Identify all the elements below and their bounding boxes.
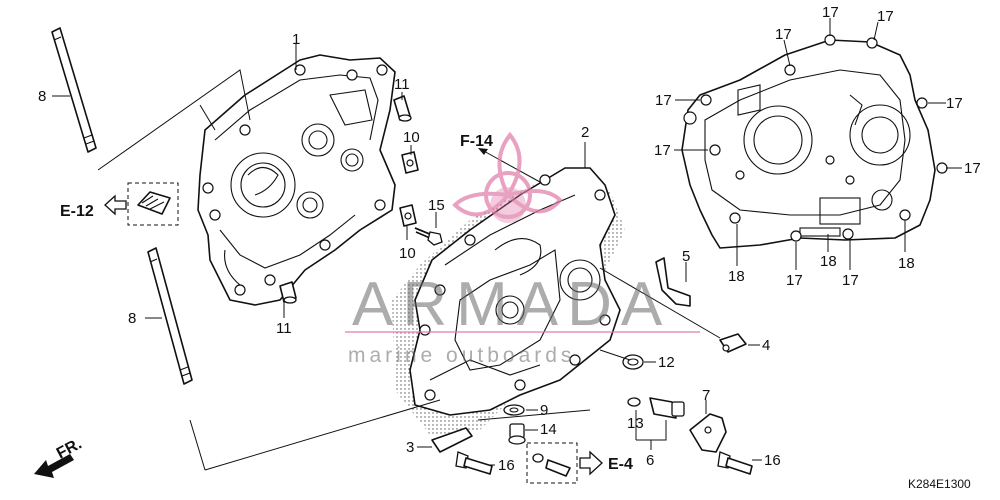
dowel-pin-upper[interactable] [393, 95, 412, 122]
callout-17: 17 [877, 8, 894, 25]
bolt-16-left[interactable] [455, 451, 493, 475]
direction-label: FR. [54, 435, 85, 462]
e12-arrow [104, 194, 127, 216]
callout-3: 3 [406, 439, 414, 456]
callout-9: 9 [540, 402, 548, 419]
callout-13: 13 [627, 415, 644, 432]
callout-17: 17 [946, 95, 963, 112]
leader-lines [52, 18, 962, 471]
diagram-code: K284E1300 [908, 477, 971, 491]
callout-17: 17 [775, 26, 792, 43]
neutral-switch[interactable] [627, 397, 685, 419]
callout-12: 12 [658, 354, 675, 371]
stud-bolt-lower[interactable] [147, 247, 193, 385]
f14-arrow [478, 148, 541, 183]
right-crankcase[interactable] [409, 167, 621, 416]
bracket-upper[interactable] [401, 151, 419, 174]
e4-box [526, 442, 578, 484]
callout-14: 14 [540, 421, 557, 438]
bolt-14[interactable] [508, 423, 526, 445]
callout-18: 18 [820, 253, 837, 270]
e4-arrow [579, 450, 603, 476]
callout-2: 2 [581, 124, 589, 141]
clip-4[interactable] [719, 333, 747, 353]
callout-17: 17 [964, 160, 981, 177]
callout-18: 18 [728, 268, 745, 285]
bracket-lower[interactable] [399, 204, 417, 227]
oil-seal[interactable] [622, 354, 644, 370]
left-crankcase[interactable] [197, 54, 396, 306]
callout-7: 7 [702, 387, 710, 404]
callout-15: 15 [428, 197, 445, 214]
ref-e12: E-12 [60, 203, 94, 220]
callout-17: 17 [655, 92, 672, 109]
plate-7[interactable] [689, 413, 727, 453]
stud-bolt-upper[interactable] [51, 27, 97, 153]
callout-11-lower: 11 [276, 320, 292, 337]
washer-9[interactable] [503, 404, 525, 416]
bolt-16-right[interactable] [717, 451, 753, 475]
watermark-sub-text: marine outboards [348, 344, 575, 367]
callout-8-upper: 8 [38, 88, 46, 105]
ref-f14: F-14 [460, 133, 493, 150]
plate-3[interactable] [431, 427, 473, 453]
stay-5[interactable] [655, 257, 691, 307]
direction-arrow-icon [34, 454, 74, 478]
callout-1: 1 [292, 31, 300, 48]
callout-16-right: 16 [764, 452, 781, 469]
watermark-logo-icon [452, 131, 563, 223]
callout-4: 4 [762, 337, 770, 354]
callout-11-upper: 11 [394, 76, 410, 93]
callout-10-upper: 10 [403, 129, 420, 146]
watermark-main-text: ARMADA [352, 270, 671, 339]
callout-17: 17 [842, 272, 859, 289]
watermark: ARMADA marine outboards [345, 131, 700, 367]
callout-16-left: 16 [498, 457, 515, 474]
callout-10-lower: 10 [399, 245, 416, 262]
callout-17: 17 [654, 142, 671, 159]
ref-e4: E-4 [608, 456, 633, 473]
callout-8-lower: 8 [128, 310, 136, 327]
bolt-15[interactable] [414, 227, 443, 246]
callout-17: 17 [822, 4, 839, 21]
gasket-box [127, 182, 179, 226]
callout-18: 18 [898, 255, 915, 272]
callout-6: 6 [646, 452, 654, 469]
callout-17: 17 [786, 272, 803, 289]
dowel-pin-lower[interactable] [279, 281, 297, 304]
callout-5: 5 [682, 248, 690, 265]
crankcase-inner-view[interactable] [681, 34, 948, 249]
